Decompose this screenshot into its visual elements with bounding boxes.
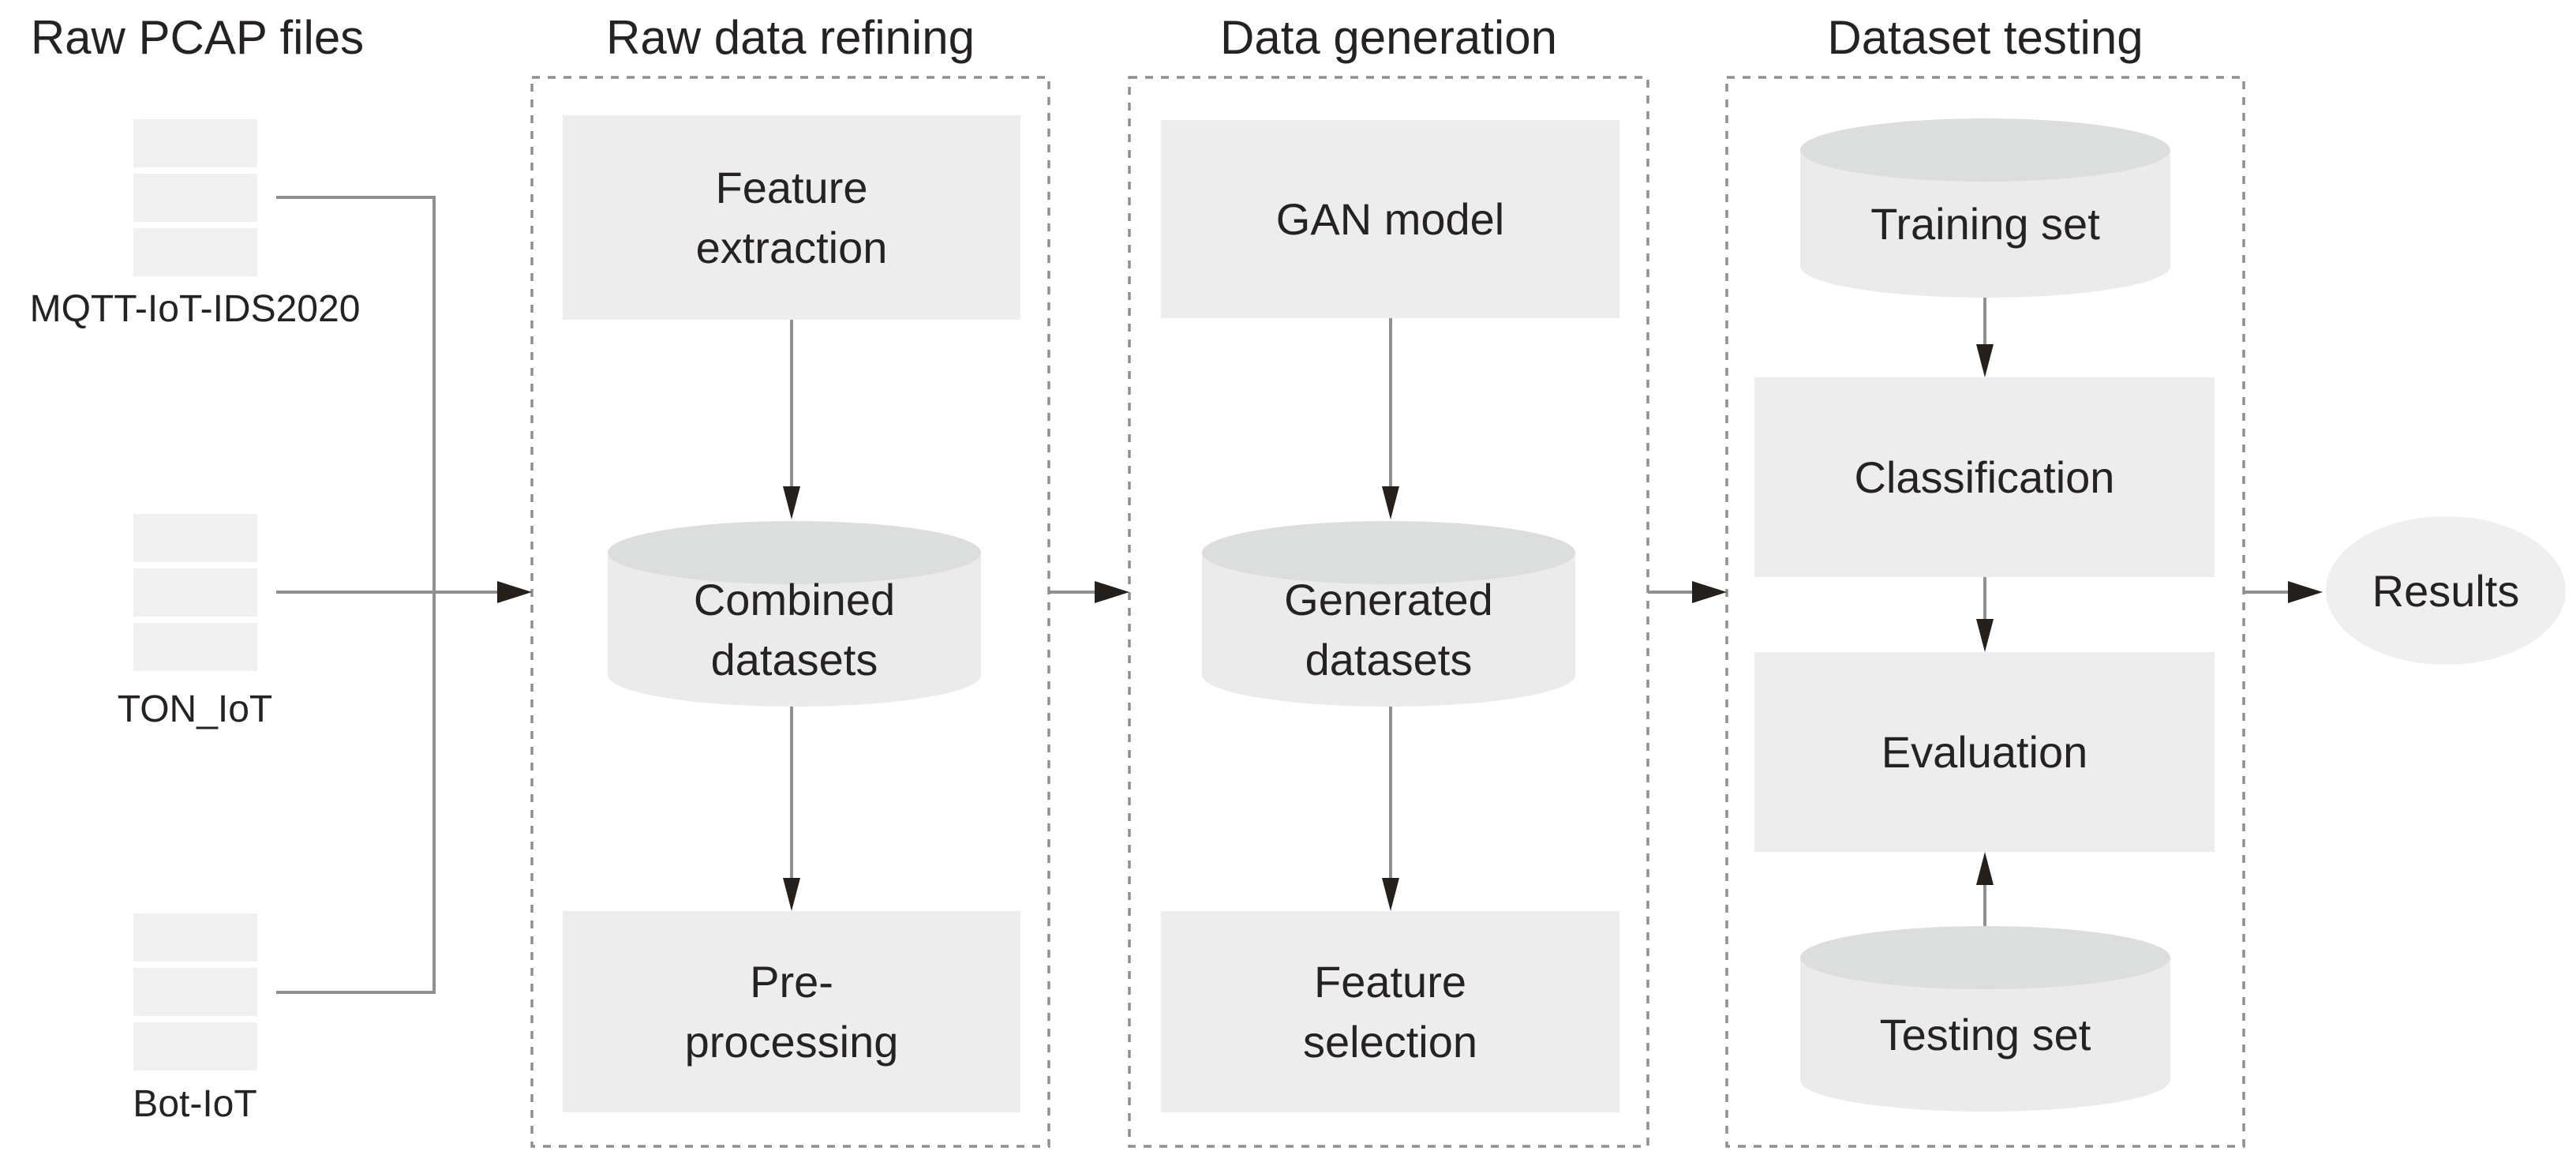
testing-title: Dataset testing [1827,11,2144,64]
combined-datasets-label: Combined datasets [693,574,896,684]
raw-pcap-title: Raw PCAP files [30,11,365,64]
arrow-extraction-to-combined-head [783,486,800,519]
evaluation-box: Evaluation [1754,652,2215,852]
pcap-file-rect [133,1022,257,1071]
generation-title: Data generation [1220,11,1557,64]
refining-frame [530,76,1050,1148]
generated-datasets-cylinder [1202,521,1575,707]
pcap-stack-ton [133,514,257,677]
arrow-refining-to-generation [1049,581,1129,603]
arrow-extraction-to-combined [783,320,800,519]
arrow-testingset-to-evaluation-head [1976,852,1994,885]
pcap-file-rect [133,568,257,617]
arrow-generation-to-testing [1648,581,1727,603]
training-set-cylinder-top [1800,118,2170,182]
source-label-bot: Bot-IoT [133,1083,257,1125]
arrow-classification-to-evaluation [1976,577,1994,652]
pcap-stack-bot [133,913,257,1077]
refining-title: Raw data refining [606,11,975,64]
pcap-file-rect [133,119,257,167]
source-label-mqtt: MQTT-IoT-IDS2020 [29,288,361,330]
testing-set-cylinder-top [1800,926,2170,989]
testing-frame [1725,76,2245,1148]
arrow-gan-to-generated-head [1382,486,1399,519]
training-set-label: Training set [1870,198,2100,249]
arrow-gan-to-generated [1382,318,1399,519]
arrow-testing-to-results [2244,581,2323,603]
testing-set-cylinder-body [1800,958,2170,1112]
arrow-combined-to-preprocessing-head [783,878,800,911]
arrow-training-to-classification [1976,298,1994,377]
pcap-file-rect [133,968,257,1016]
preprocessing-box: Pre- processing [563,911,1020,1112]
generation-frame [1128,76,1649,1148]
results-node: Results [2326,516,2566,665]
feature-extraction-box: Feature extraction [563,115,1020,320]
classification-box: Classification [1754,377,2215,577]
testing-set-label: Testing set [1879,1009,2091,1059]
source-label-ton: TON_IoT [117,688,273,730]
arrow-training-to-classification-head [1976,344,1994,377]
arrow-generated-to-selection-head [1382,878,1399,911]
generated-datasets-cylinder-body [1202,553,1575,707]
training-set-cylinder [1800,118,2170,298]
pcap-stack-mqtt [133,119,257,283]
arrow-testing-to-results-head [2288,581,2323,603]
combined-datasets-cylinder-top [608,521,981,584]
pcap-file-rect [133,623,257,671]
gan-model-box: GAN model [1161,120,1619,318]
training-set-cylinder-body [1800,150,2170,298]
testing-set-cylinder [1800,926,2170,1112]
arrow-refining-to-generation-head [1095,581,1129,603]
combined-datasets-cylinder [608,521,981,707]
arrow-combined-to-preprocessing [783,707,800,911]
arrow-testingset-to-evaluation [1976,852,1994,926]
pcap-file-rect [133,514,257,562]
pcap-file-rect [133,174,257,222]
generated-datasets-cylinder-top [1202,521,1575,584]
arrow-generation-to-testing-head [1692,581,1727,603]
arrow-generated-to-selection [1382,707,1399,911]
arrow-sources-to-refining-head [497,581,532,603]
pcap-file-rect [133,228,257,276]
combined-datasets-cylinder-body [608,553,981,707]
arrow-classification-to-evaluation-head [1976,619,1994,652]
feature-selection-box: Feature selection [1161,911,1619,1112]
arrow-sources-to-refining [276,581,532,603]
source-connector-line [276,196,436,994]
generated-datasets-label: Generated datasets [1284,574,1493,684]
pcap-file-rect [133,913,257,962]
